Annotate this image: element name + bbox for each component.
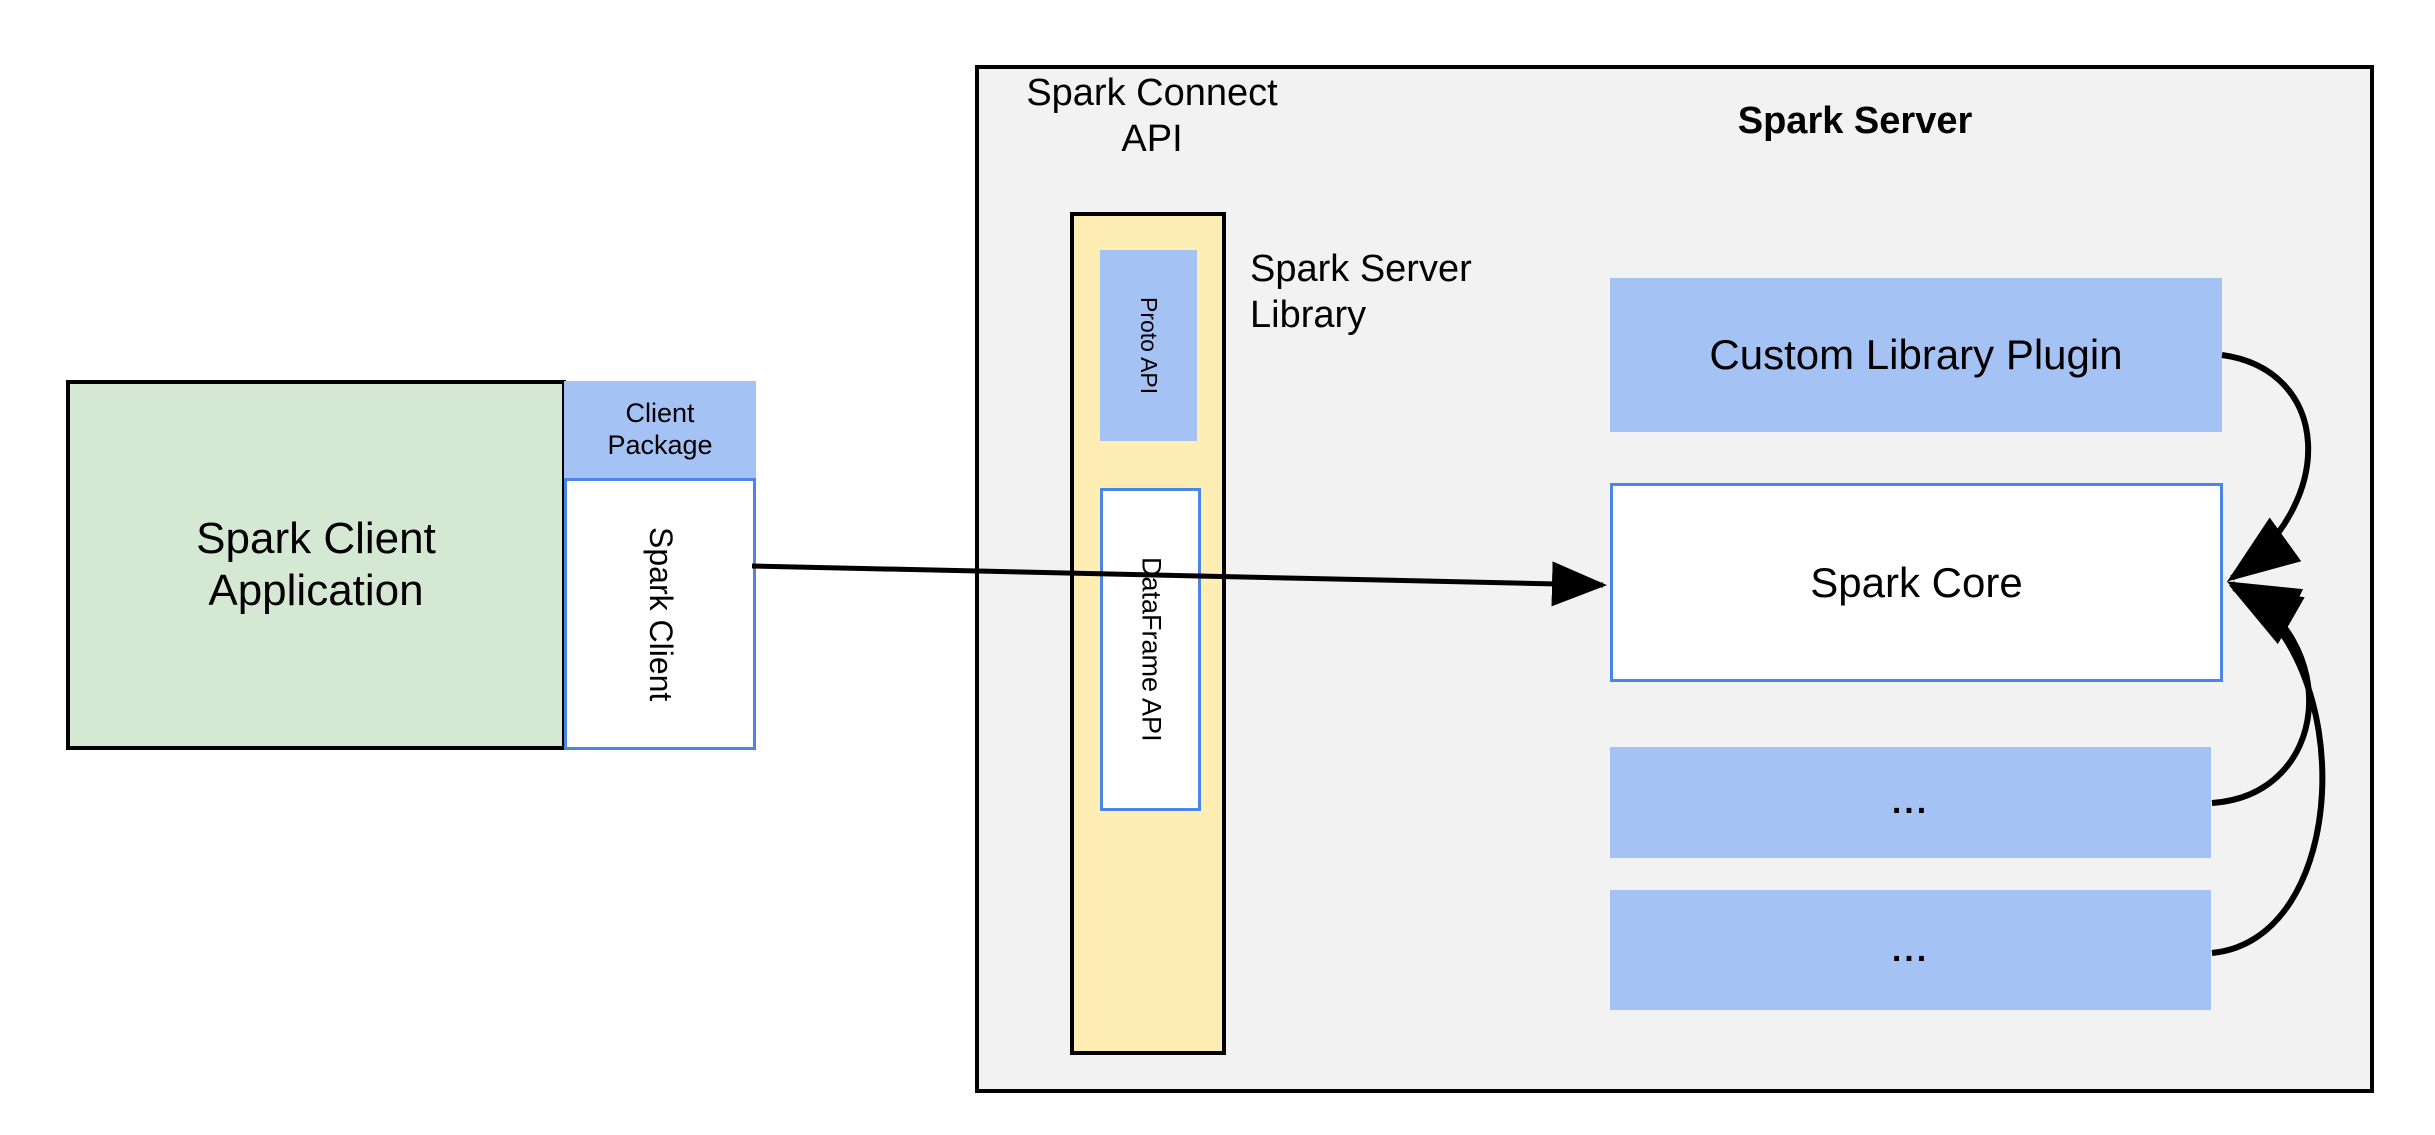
spark-core-box[interactable]: Spark Core [1610, 483, 2223, 682]
spark-server-title: Spark Server [1737, 100, 1973, 142]
dataframe-api-label: DataFrame API [1136, 557, 1167, 742]
ellipsis-box-2-label: ... [1891, 930, 1930, 969]
ellipsis-box-1-label: ... [1891, 783, 1930, 822]
ellipsis-box-2[interactable]: ... [1610, 890, 2211, 1010]
spark-client-label: Spark Client [642, 526, 679, 702]
spark-client-application-box[interactable]: Spark Client Application [66, 380, 566, 750]
proto-api-label: Proto API [1136, 296, 1163, 395]
proto-api-box[interactable]: Proto API [1100, 250, 1197, 441]
dataframe-api-box[interactable]: DataFrame API [1100, 488, 1201, 811]
client-package-label: Client Package [607, 398, 713, 460]
spark-core-label: Spark Core [1810, 558, 2023, 606]
spark-client-box[interactable]: Spark Client [564, 478, 756, 750]
spark-connect-api-label: Spark Connect API [1026, 72, 1278, 161]
spark-server-library-label: Spark Server Library [1250, 248, 1472, 337]
custom-library-plugin-label: Custom Library Plugin [1709, 331, 2123, 379]
ellipsis-box-1[interactable]: ... [1610, 747, 2211, 858]
spark-client-application-label: Spark Client Application [196, 514, 436, 615]
custom-library-plugin-box[interactable]: Custom Library Plugin [1610, 278, 2222, 432]
client-package-box[interactable]: Client Package [564, 381, 756, 479]
